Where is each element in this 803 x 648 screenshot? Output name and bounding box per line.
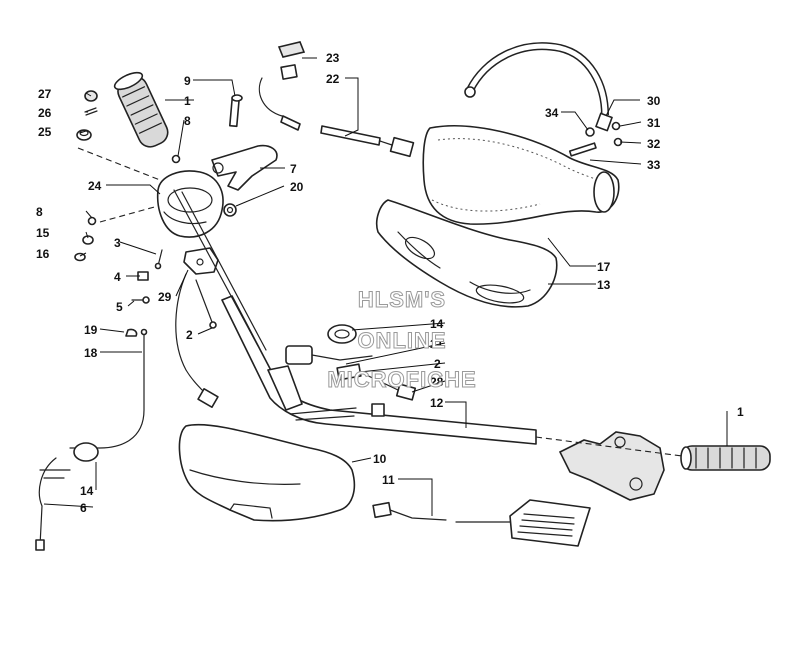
callout-6: 6 bbox=[80, 501, 87, 515]
callout-31: 31 bbox=[647, 116, 661, 130]
callout-30: 30 bbox=[647, 94, 661, 108]
part-7-throttle-lever[interactable] bbox=[211, 144, 278, 191]
callout-19: 19 bbox=[84, 323, 98, 337]
callout-27: 27 bbox=[38, 87, 52, 101]
part-1-left-grip[interactable] bbox=[112, 69, 171, 151]
callout-9: 9 bbox=[184, 74, 191, 88]
mount-hardware[interactable] bbox=[568, 121, 623, 157]
callout-29: 29 bbox=[158, 290, 172, 304]
watermark: HLSM'S ONLINE MICROFICHE bbox=[327, 287, 476, 393]
dash-grip-line bbox=[77, 147, 161, 181]
part-12-handlebar[interactable] bbox=[173, 189, 537, 445]
callout-7: 7 bbox=[290, 162, 297, 176]
part-2-connector-left[interactable] bbox=[195, 279, 217, 329]
callout-18: 18 bbox=[84, 346, 98, 360]
callout-23: 23 bbox=[326, 51, 340, 65]
part-9-screw[interactable] bbox=[228, 94, 243, 128]
callout-21: 21 bbox=[430, 337, 444, 351]
part-30-cable[interactable] bbox=[464, 42, 613, 132]
callout-16: 16 bbox=[36, 247, 50, 261]
callout-13: 13 bbox=[597, 278, 611, 292]
callout-33: 33 bbox=[647, 158, 661, 172]
callout-1-right: 1 bbox=[737, 405, 744, 419]
watermark-line-1: HLSM'S bbox=[358, 287, 446, 312]
callout-12: 12 bbox=[430, 396, 444, 410]
callout-24: 24 bbox=[88, 179, 102, 193]
part-29-switch[interactable] bbox=[175, 247, 219, 408]
part-22-wire-harness[interactable] bbox=[258, 64, 415, 158]
part-20-nut[interactable] bbox=[223, 203, 237, 217]
callout-2-left: 2 bbox=[186, 328, 193, 342]
watermark-line-2: ONLINE bbox=[357, 328, 446, 353]
callout-15: 15 bbox=[36, 226, 50, 240]
part-14-21-28-switch-group[interactable] bbox=[285, 324, 417, 417]
dash-right-grip bbox=[535, 436, 683, 457]
right-control-block[interactable] bbox=[558, 431, 665, 501]
part-24-throttle-housing[interactable] bbox=[156, 170, 224, 238]
callout-8-lower: 8 bbox=[36, 205, 43, 219]
part-11-heater-element[interactable] bbox=[372, 499, 591, 547]
callout-17: 17 bbox=[597, 260, 611, 274]
leader-lines bbox=[43, 57, 728, 516]
callout-11: 11 bbox=[382, 473, 395, 487]
callout-20: 20 bbox=[290, 180, 304, 194]
callout-32: 32 bbox=[647, 137, 661, 151]
callout-26: 26 bbox=[38, 106, 52, 120]
callout-5: 5 bbox=[116, 300, 123, 314]
callout-22: 22 bbox=[326, 72, 340, 86]
part-1-right-grip[interactable] bbox=[680, 445, 771, 471]
part-23-decal[interactable] bbox=[277, 41, 306, 58]
dash-housing-line bbox=[99, 205, 159, 223]
left-small-hardware[interactable] bbox=[74, 216, 163, 304]
callout-2-right: 2 bbox=[434, 357, 441, 371]
callout-1-left: 1 bbox=[184, 94, 191, 108]
part-8-washer-upper[interactable] bbox=[171, 154, 181, 164]
part-17-pad-cover[interactable] bbox=[422, 125, 620, 225]
part-13-foam-pad[interactable] bbox=[375, 199, 558, 308]
part-10-bar-pad[interactable] bbox=[178, 423, 356, 522]
callout-10: 10 bbox=[373, 452, 387, 466]
callout-4: 4 bbox=[114, 270, 121, 284]
part-18-6-throttle-cable[interactable] bbox=[35, 328, 148, 551]
callout-14-upper: 14 bbox=[430, 317, 444, 331]
callout-3: 3 bbox=[114, 236, 121, 250]
watermark-line-3: MICROFICHE bbox=[327, 367, 476, 392]
callout-8-upper: 8 bbox=[184, 114, 191, 128]
callout-14-lower: 14 bbox=[80, 484, 94, 498]
callout-34: 34 bbox=[545, 106, 559, 120]
callout-25: 25 bbox=[38, 125, 52, 139]
callout-28: 28 bbox=[430, 375, 444, 389]
callouts: 23 22 30 34 31 32 33 27 26 25 9 1 8 7 24… bbox=[36, 51, 744, 515]
